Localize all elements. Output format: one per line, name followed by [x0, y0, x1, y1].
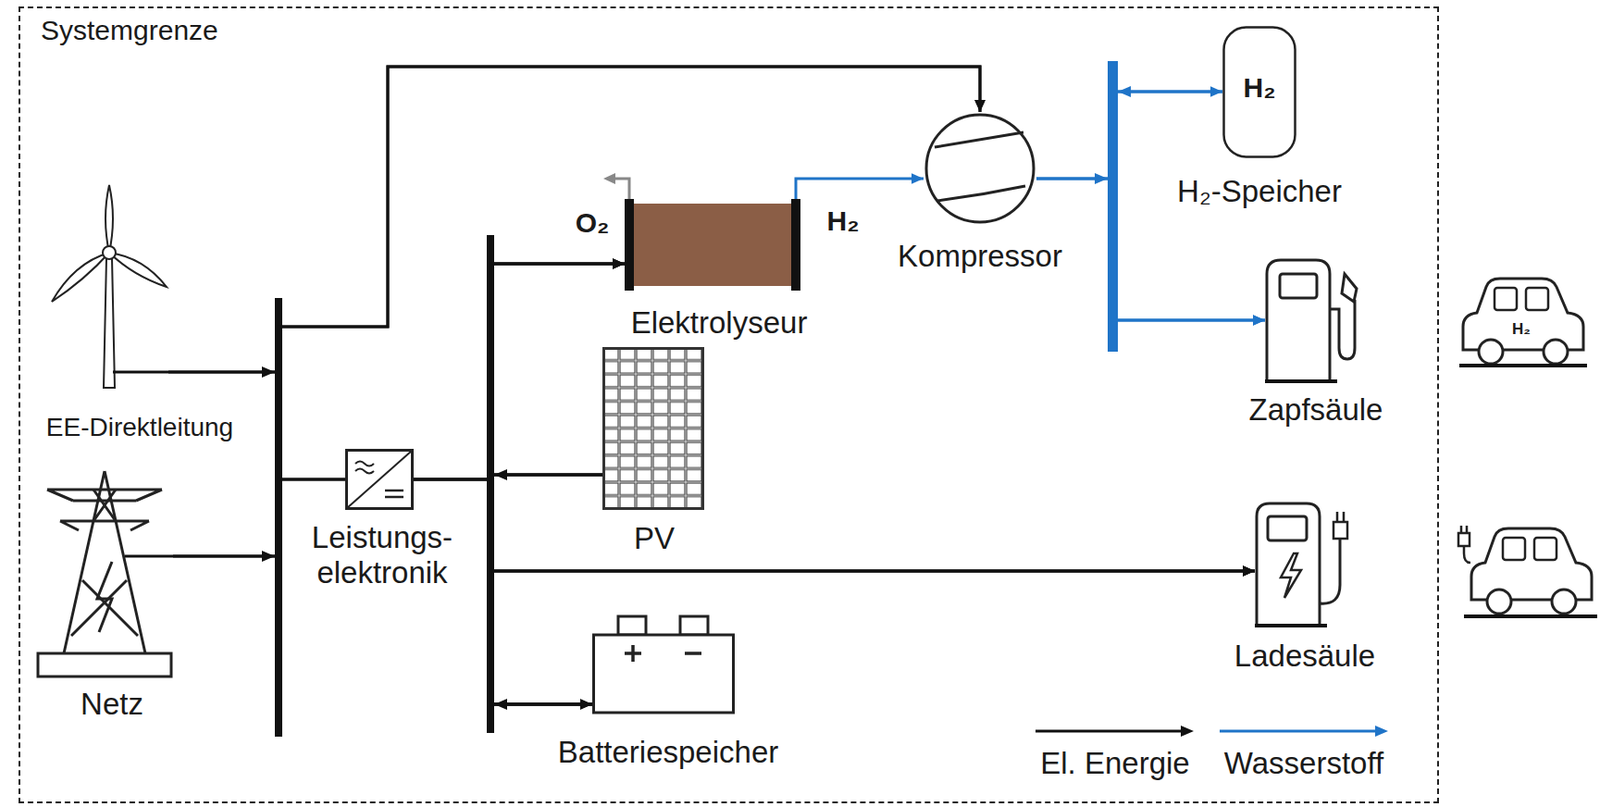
battery-storage: Batteriespeicher: [592, 607, 735, 715]
power-line: [413, 263, 625, 480]
component-label: PV: [633, 520, 675, 557]
fuel-pump: [1265, 255, 1358, 384]
converter-symbol: [345, 448, 414, 510]
component-label: Leistungs- elektronik: [301, 520, 464, 591]
component-label: Netz: [80, 686, 144, 722]
component-label: H₂-Speicher: [1177, 173, 1342, 210]
legend-samples: [1035, 725, 1389, 737]
system-boundary: Systemgrenze EE-Direktleitung Netz Leist…: [18, 6, 1439, 804]
component-label: Kompressor: [897, 238, 1063, 274]
component-label: EE-Direktleitung: [46, 412, 234, 443]
power-line: [413, 479, 1255, 571]
hydrogen-car: H₂: [1459, 275, 1588, 368]
gas-label: O₂: [575, 207, 610, 240]
oxygen-outlet: [603, 173, 630, 199]
compressor-symbol: [923, 111, 1037, 225]
gas-label: H₂: [827, 205, 860, 238]
legend-text: El. Energie: [1040, 745, 1190, 782]
component-label: Elektrolyseur: [631, 305, 808, 341]
power-line: [413, 479, 593, 705]
charging-station: [1254, 499, 1358, 628]
boundary-label: Systemgrenze: [40, 14, 219, 48]
hydrogen-line: [1036, 91, 1223, 179]
power-line: [173, 66, 980, 557]
bus-bars: [274, 61, 1118, 737]
power-grid: Netz: [36, 469, 174, 679]
pv-panel: [602, 347, 705, 510]
component-label: Batteriespeicher: [558, 734, 779, 770]
power-electronics: Leistungs- elektronik: [345, 448, 414, 510]
electric-car: [1458, 525, 1598, 617]
power-pylon: [36, 469, 174, 679]
wind-turbine: EE-Direktleitung: [46, 183, 169, 388]
hydrogen-storage: H₂H₂-Speicher: [1222, 25, 1297, 159]
legend-text: Wasserstoff: [1224, 745, 1384, 782]
charging-station: Ladesäule: [1254, 499, 1358, 628]
component-label: H₂: [1243, 72, 1277, 105]
hydrogen-line: [795, 178, 924, 199]
power-line: [490, 474, 603, 705]
electrolyser-cell: [624, 198, 802, 291]
wind-turbine: [46, 183, 169, 388]
bus-arrowheads: [261, 86, 1131, 710]
battery-symbol: [592, 607, 735, 715]
electrolyser: Elektrolyseur: [624, 198, 802, 291]
hydrogen-pump: Zapfsäule: [1265, 255, 1358, 384]
component-label: Zapfsäule: [1249, 392, 1384, 428]
pv-panel: PV: [602, 347, 705, 510]
component-label: H₂: [1512, 320, 1531, 339]
compressor: Kompressor: [923, 111, 1037, 225]
component-label: Ladesäule: [1234, 638, 1376, 674]
